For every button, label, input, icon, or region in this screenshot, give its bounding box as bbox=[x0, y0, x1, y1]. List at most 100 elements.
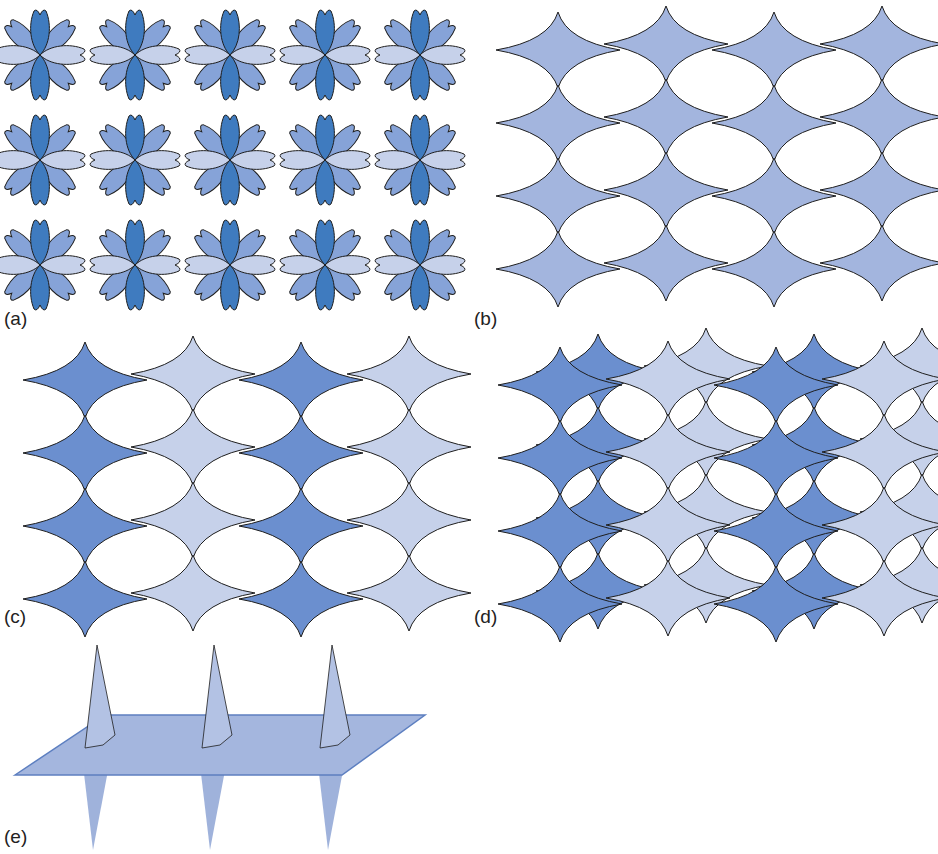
star-motif bbox=[604, 152, 728, 228]
flower-petal bbox=[0, 46, 40, 65]
flower-petal bbox=[185, 151, 230, 170]
flower-petal bbox=[375, 151, 420, 170]
flower-petal bbox=[420, 151, 465, 170]
star-motif bbox=[712, 158, 836, 234]
flower-petal bbox=[316, 115, 335, 160]
flower-petal bbox=[31, 115, 50, 160]
star-motif bbox=[714, 420, 838, 496]
flower-petal bbox=[221, 55, 240, 100]
star-motif bbox=[820, 152, 938, 228]
star-motif bbox=[239, 342, 363, 418]
star-motif bbox=[496, 85, 620, 161]
flower-petal bbox=[31, 10, 50, 55]
star-motif bbox=[23, 342, 147, 418]
star-motif bbox=[496, 231, 620, 307]
flower-petal bbox=[126, 160, 145, 205]
flower-petal bbox=[221, 160, 240, 205]
flower-petal bbox=[31, 220, 50, 265]
flower-petal bbox=[126, 55, 145, 100]
flower-petal bbox=[316, 220, 335, 265]
star-motif bbox=[714, 493, 838, 569]
star-motif bbox=[496, 12, 620, 88]
star-motif bbox=[606, 341, 730, 417]
fin-lower bbox=[83, 765, 109, 850]
star-motif bbox=[604, 6, 728, 82]
flower-petal bbox=[411, 115, 430, 160]
flower-petal bbox=[31, 160, 50, 205]
fin-lower bbox=[318, 765, 344, 850]
fin-upper bbox=[85, 645, 115, 748]
flower-petal bbox=[230, 46, 275, 65]
star-motif bbox=[712, 85, 836, 161]
star-lattice-two-colour bbox=[23, 336, 471, 637]
star-motif bbox=[714, 566, 838, 642]
plane-with-fins bbox=[15, 645, 425, 850]
flower-lattice bbox=[0, 10, 465, 310]
star-lattice-overlap bbox=[498, 328, 938, 642]
star-motif bbox=[822, 414, 938, 490]
flower-petal bbox=[0, 256, 40, 275]
star-motif bbox=[23, 561, 147, 637]
star-motif bbox=[606, 560, 730, 636]
flower-petal bbox=[0, 151, 40, 170]
star-motif bbox=[822, 560, 938, 636]
panel-label: (b) bbox=[474, 308, 497, 330]
flower-petal bbox=[221, 220, 240, 265]
star-motif bbox=[606, 414, 730, 490]
star-motif bbox=[822, 487, 938, 563]
flower-petal bbox=[316, 160, 335, 205]
flower-petal bbox=[280, 46, 325, 65]
flower-petal bbox=[126, 115, 145, 160]
fin-upper bbox=[320, 645, 350, 748]
flower-petal bbox=[411, 160, 430, 205]
flower-petal bbox=[375, 46, 420, 65]
star-motif bbox=[712, 12, 836, 88]
flower-petal bbox=[135, 151, 180, 170]
flower-petal bbox=[316, 265, 335, 310]
flower-petal bbox=[280, 256, 325, 275]
star-motif bbox=[347, 482, 471, 558]
flower-petal bbox=[185, 256, 230, 275]
star-motif bbox=[498, 493, 622, 569]
flower-petal bbox=[185, 46, 230, 65]
star-motif bbox=[822, 341, 938, 417]
star-motif bbox=[347, 409, 471, 485]
star-motif bbox=[820, 6, 938, 82]
panel-label: (a) bbox=[4, 308, 27, 330]
star-motif bbox=[347, 555, 471, 631]
flower-petal bbox=[411, 55, 430, 100]
flower-petal bbox=[31, 265, 50, 310]
flower-petal bbox=[40, 256, 85, 275]
flower-petal bbox=[375, 256, 420, 275]
flower-petal bbox=[325, 151, 370, 170]
panel-label: (c) bbox=[4, 606, 26, 628]
star-motif bbox=[23, 415, 147, 491]
star-motif bbox=[131, 555, 255, 631]
flower-petal bbox=[221, 115, 240, 160]
flower-petal bbox=[316, 10, 335, 55]
fin-lower bbox=[200, 765, 226, 850]
star-motif bbox=[606, 487, 730, 563]
flower-petal bbox=[280, 151, 325, 170]
star-motif bbox=[498, 566, 622, 642]
star-motif bbox=[498, 347, 622, 423]
star-motif bbox=[131, 409, 255, 485]
star-motif bbox=[820, 79, 938, 155]
flower-petal bbox=[230, 151, 275, 170]
star-motif bbox=[239, 488, 363, 564]
flower-petal bbox=[221, 10, 240, 55]
flower-petal bbox=[90, 151, 135, 170]
flower-petal bbox=[126, 10, 145, 55]
flower-petal bbox=[126, 220, 145, 265]
star-motif bbox=[347, 336, 471, 412]
star-motif bbox=[239, 415, 363, 491]
flower-petal bbox=[221, 265, 240, 310]
fin-upper bbox=[202, 645, 232, 748]
star-motif bbox=[239, 561, 363, 637]
flower-petal bbox=[40, 46, 85, 65]
flower-petal bbox=[420, 46, 465, 65]
star-motif bbox=[498, 420, 622, 496]
flower-petal bbox=[411, 10, 430, 55]
